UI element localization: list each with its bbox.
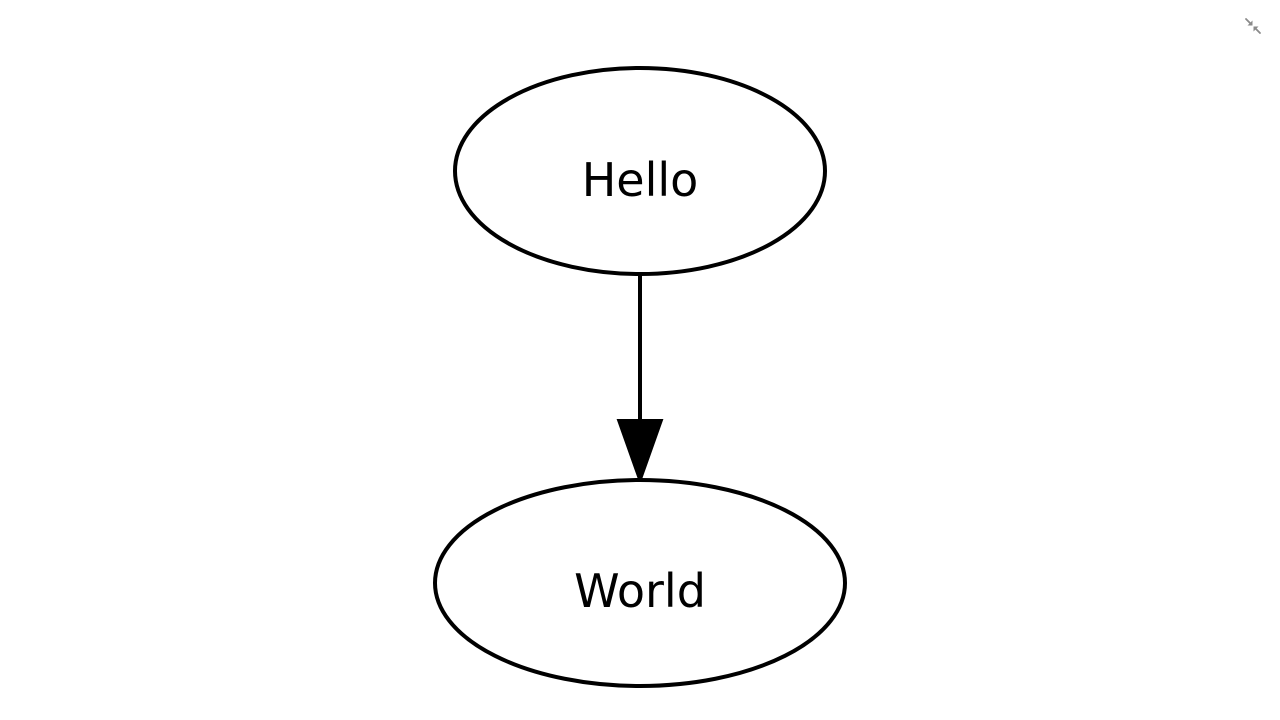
node-world[interactable]: World [433, 478, 847, 688]
edge-arrowhead [616, 419, 664, 485]
collapse-arrows-icon [1245, 18, 1261, 34]
node-world-label: World [574, 564, 706, 618]
node-world-ellipse [433, 478, 847, 688]
exit-fullscreen-button[interactable] [1242, 15, 1264, 37]
edge-hello-to-world [616, 275, 664, 485]
node-hello[interactable]: Hello [453, 66, 827, 276]
node-hello-ellipse [453, 66, 827, 276]
node-hello-label: Hello [582, 153, 699, 207]
